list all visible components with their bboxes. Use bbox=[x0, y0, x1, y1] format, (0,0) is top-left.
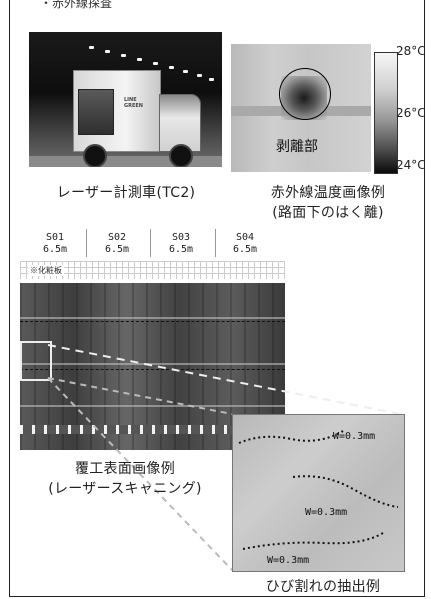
peel-label: 剥離部 bbox=[276, 139, 318, 155]
scan-caption-line1: 覆工表面画像例 bbox=[74, 461, 176, 477]
crack-width-3: W=0.3mm bbox=[267, 555, 310, 566]
selection-box bbox=[20, 341, 52, 381]
peel-area-circle bbox=[279, 68, 331, 120]
scan-caption-line2: (レーザースキャニング) bbox=[48, 481, 202, 497]
temp-low: 24°C bbox=[396, 158, 426, 172]
crack-width-1: W=0.3mm bbox=[333, 431, 376, 442]
crack-width-2: W=0.3mm bbox=[305, 507, 348, 518]
crack-caption: ひび割れの抽出例 bbox=[265, 579, 381, 595]
thermal-caption-line2: (路面下のはく離) bbox=[272, 205, 384, 221]
scan-rail bbox=[20, 425, 285, 434]
cosmetic-panel-note: ※化粧板 bbox=[28, 265, 64, 276]
temp-high: 28°C bbox=[396, 44, 426, 58]
infrared-thermal-image: 剥離部 bbox=[231, 44, 371, 172]
crack-extraction-image: W=0.3mm W=0.3mm W=0.3mm bbox=[232, 414, 405, 572]
thermal-caption-line1: 赤外線温度画像例 bbox=[270, 185, 386, 201]
note-grid-row: ※化粧板 bbox=[20, 261, 285, 279]
truck-caption: レーザー計測車(TC2) bbox=[56, 185, 196, 201]
figure-frame bbox=[9, 0, 425, 597]
temp-mid: 26°C bbox=[396, 106, 426, 120]
header-text: ・赤外線探査 bbox=[40, 0, 113, 10]
temperature-colorbar bbox=[374, 52, 398, 174]
